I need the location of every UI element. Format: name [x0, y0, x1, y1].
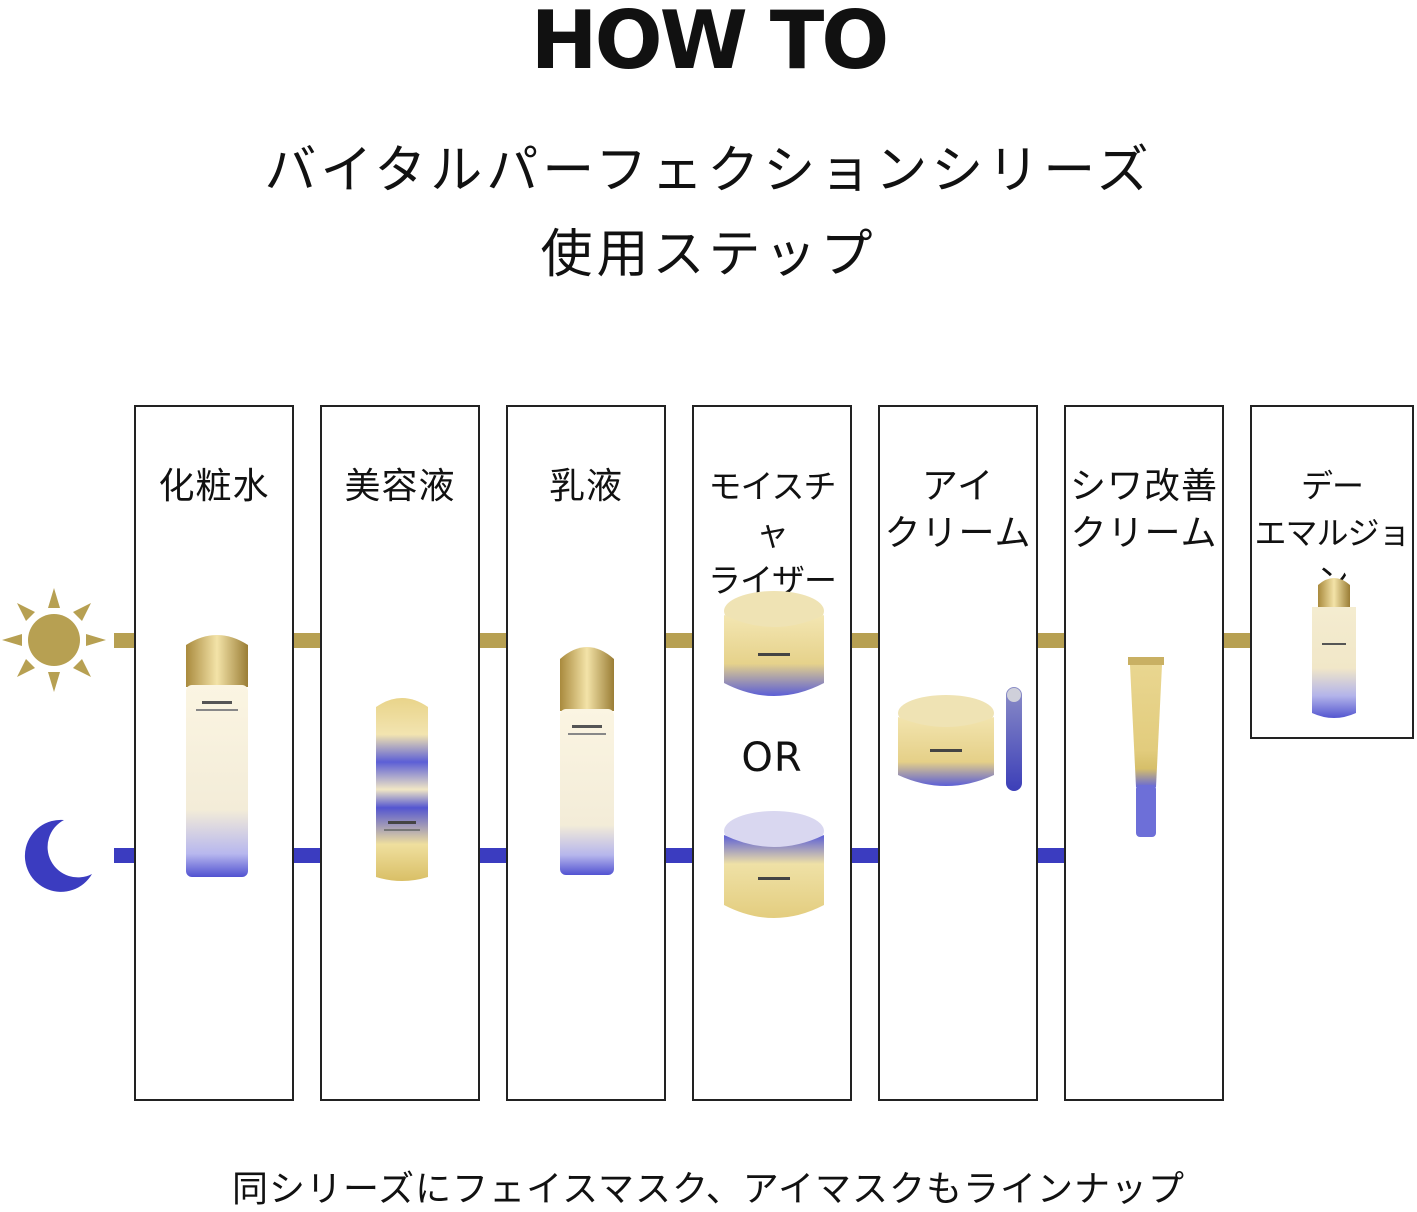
day-emulsion-bottle-image	[1312, 578, 1356, 718]
emulsion-bottle-image	[560, 647, 614, 875]
eye-cream-jar-image	[898, 687, 1022, 791]
step-serum: 美容液	[320, 405, 480, 1101]
step-moisturizer: モイスチャ ライザー OR	[692, 405, 852, 1101]
step-wrinkle-cream: シワ改善 クリーム	[1064, 405, 1224, 1101]
step-lotion: 化粧水	[134, 405, 294, 1101]
lotion-bottle-image	[186, 635, 248, 877]
or-separator: OR	[741, 735, 803, 781]
step-label: アイ クリーム	[884, 466, 1032, 554]
cream-jar-top-image	[724, 591, 824, 696]
step-label: 乳液	[548, 466, 623, 507]
step-eye-cream: アイ クリーム	[878, 405, 1038, 1101]
moon-icon	[24, 819, 92, 892]
step-day-emulsion: デー エマルジョン	[1250, 405, 1414, 739]
wrinkle-cream-tube-image	[1128, 657, 1164, 837]
footer-note: 同シリーズにフェイスマスク、アイマスクもラインナップ	[231, 1169, 1185, 1210]
step-label: 化粧水	[158, 466, 270, 507]
sun-icon	[2, 588, 106, 692]
cream-jar-bottom-image	[724, 811, 824, 918]
step-label: 美容液	[344, 466, 456, 507]
step-emulsion: 乳液	[506, 405, 666, 1101]
step-label: モイスチャ ライザー	[708, 467, 837, 600]
step-label: シワ改善 クリーム	[1069, 466, 1218, 554]
serum-bottle-image	[376, 698, 428, 881]
page-title: HOW TO	[530, 0, 890, 87]
subtitle-series: バイタルパーフェクションシリーズ	[264, 141, 1153, 201]
subtitle-steps: 使用ステップ	[540, 225, 877, 285]
